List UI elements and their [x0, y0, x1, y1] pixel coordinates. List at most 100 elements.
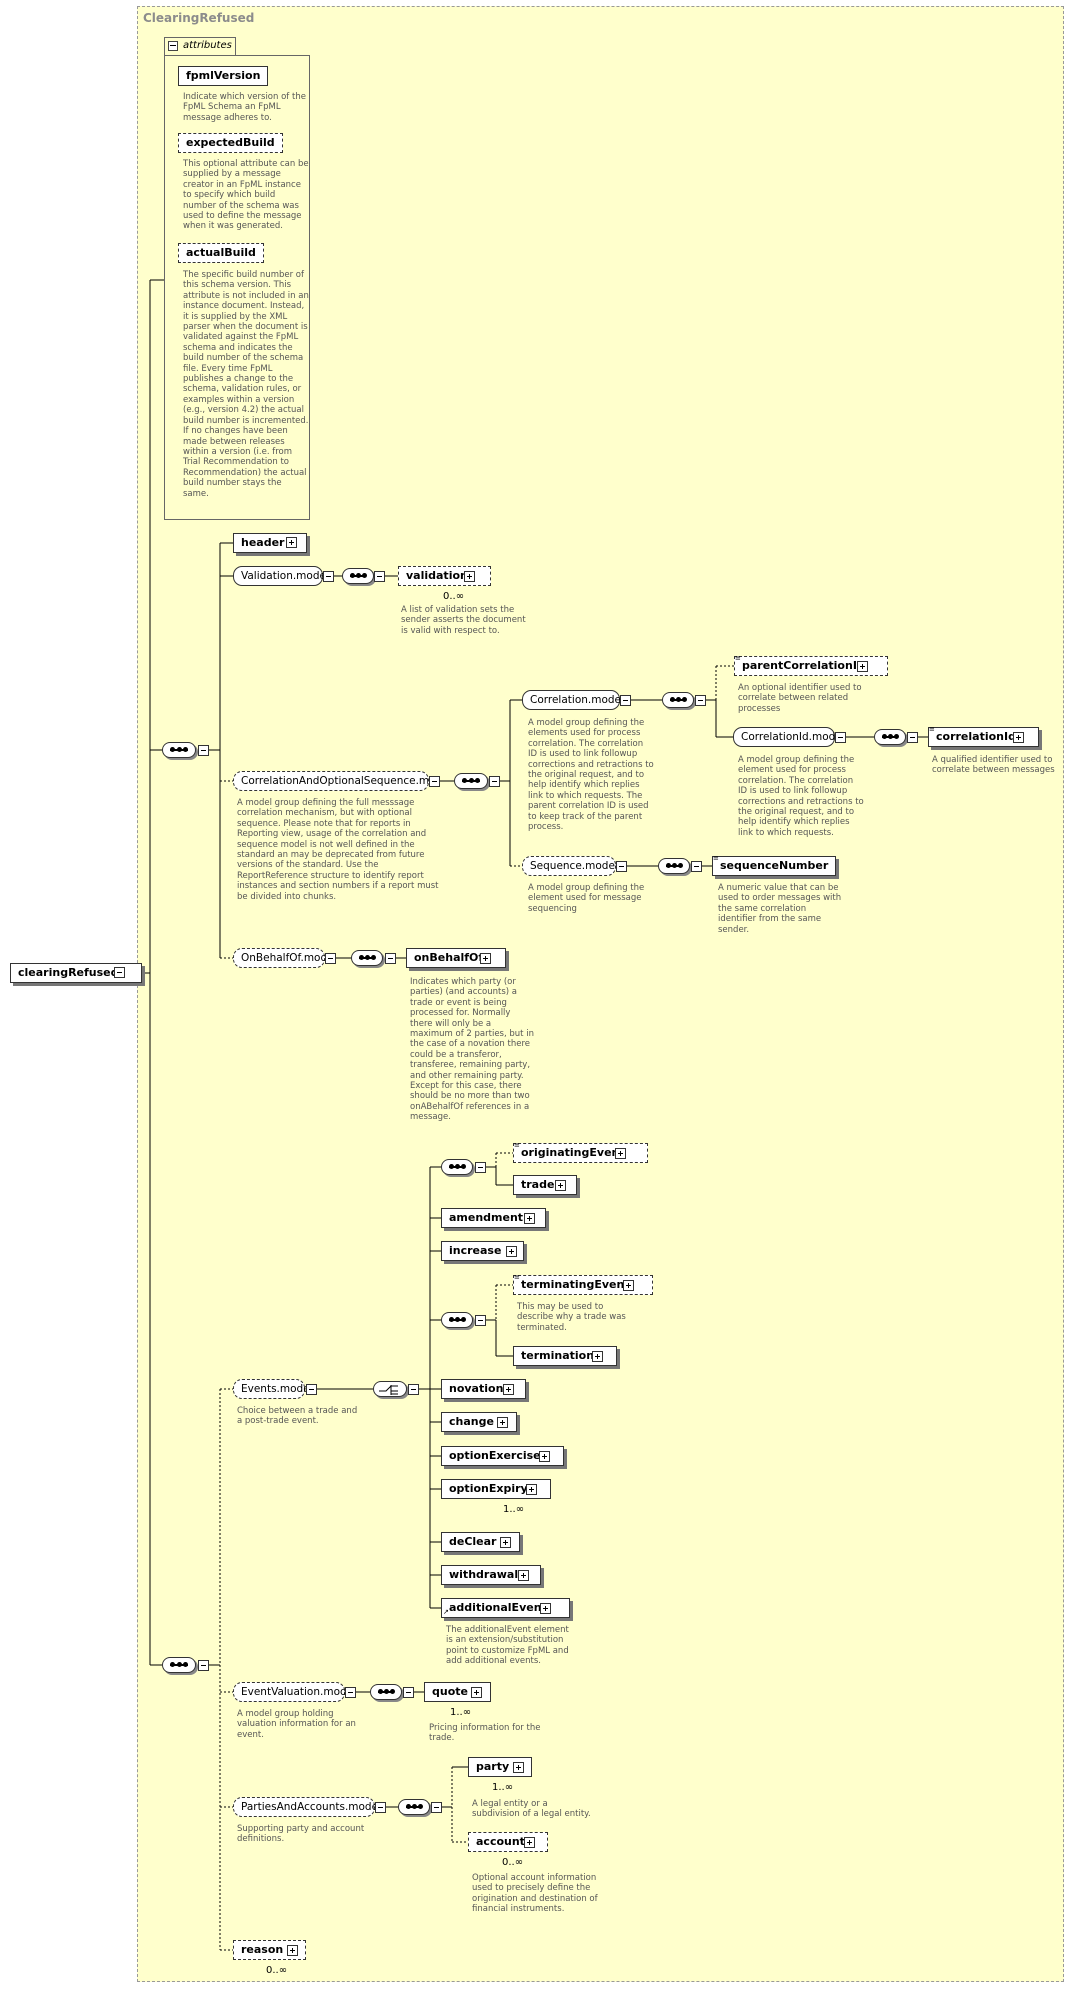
collapse-icon[interactable]: [306, 1384, 317, 1395]
element-terminatingEvent[interactable]: terminatingEvent: [513, 1275, 653, 1295]
element-withdrawal[interactable]: withdrawal: [441, 1565, 542, 1585]
group-correlation-model[interactable]: Correlation.model: [522, 690, 624, 710]
expand-icon[interactable]: [524, 1213, 535, 1224]
collapse-icon[interactable]: [375, 1802, 386, 1813]
group-parties-and-accounts-model[interactable]: PartiesAndAccounts.model: [233, 1797, 381, 1817]
element-amendment[interactable]: amendment: [441, 1208, 547, 1228]
expand-icon[interactable]: [464, 571, 475, 582]
sequence-compositor[interactable]: [398, 1799, 430, 1815]
expand-icon[interactable]: [555, 1180, 566, 1191]
element-sequenceNumber[interactable]: sequenceNumber: [712, 856, 837, 876]
element-correlationId[interactable]: correlationId: [928, 727, 1039, 747]
collapse-icon[interactable]: [475, 1162, 486, 1173]
collapse-icon[interactable]: [114, 967, 125, 978]
group-sequence-model[interactable]: Sequence.model: [522, 856, 618, 876]
party-cardinality: 1..∞: [492, 1782, 514, 1793]
sequence-compositor-main[interactable]: [162, 742, 196, 758]
expand-icon[interactable]: [513, 1762, 524, 1773]
sequence-compositor[interactable]: [370, 1684, 402, 1700]
element-deClear[interactable]: deClear: [441, 1532, 520, 1552]
expand-icon[interactable]: [539, 1451, 550, 1462]
collapse-icon[interactable]: [198, 745, 209, 756]
collapse-icon[interactable]: [475, 1315, 486, 1326]
attributes-tab[interactable]: attributes: [164, 37, 236, 55]
attr-expectedBuild-desc: This optional attribute can be supplied …: [183, 159, 309, 232]
sequence-dot: [170, 1662, 176, 1667]
collapse-icon[interactable]: [408, 1384, 419, 1395]
group-correlation-and-optional-sequence[interactable]: CorrelationAndOptionalSequence.mo...: [233, 771, 429, 791]
collapse-icon[interactable]: [616, 861, 627, 872]
attr-actualBuild[interactable]: actualBuild: [178, 243, 264, 263]
collapse-icon[interactable]: [403, 1687, 414, 1698]
element-optionExercise[interactable]: optionExercise: [441, 1446, 564, 1466]
sequence-compositor[interactable]: [662, 692, 694, 708]
sequence-compositor[interactable]: [658, 858, 690, 874]
element-trade[interactable]: trade: [513, 1175, 578, 1195]
collapse-icon[interactable]: [325, 953, 336, 964]
expand-icon[interactable]: [287, 1945, 298, 1956]
expand-icon[interactable]: [500, 1537, 511, 1548]
collapse-icon[interactable]: [323, 571, 334, 582]
collapse-icon[interactable]: [835, 732, 846, 743]
element-additionalEvent[interactable]: additionalEvent: [441, 1598, 570, 1618]
collapse-icon[interactable]: [620, 695, 631, 706]
expand-icon[interactable]: [540, 1603, 551, 1614]
element-increase[interactable]: increase: [441, 1241, 525, 1261]
expand-icon[interactable]: [518, 1570, 529, 1581]
collapse-icon[interactable]: [168, 41, 178, 51]
sequence-dot: [881, 734, 887, 739]
sequence-compositor-second[interactable]: [162, 1657, 196, 1673]
sequence-compositor[interactable]: [441, 1312, 473, 1328]
expand-icon[interactable]: [623, 1280, 634, 1291]
collapse-icon[interactable]: [385, 953, 396, 964]
sequence-compositor[interactable]: [454, 773, 488, 789]
reference-icon: ≡: [514, 1273, 520, 1281]
expand-icon[interactable]: [526, 1484, 537, 1495]
collapse-icon[interactable]: [695, 695, 706, 706]
sequence-dot: [677, 863, 683, 868]
expand-icon[interactable]: [471, 1687, 482, 1698]
group-correlation-id-model[interactable]: CorrelationId.model: [733, 727, 845, 747]
group-on-behalf-of-model[interactable]: OnBehalfOf.model: [233, 948, 337, 968]
expand-icon[interactable]: [506, 1246, 517, 1257]
collapse-icon[interactable]: [691, 861, 702, 872]
expand-icon[interactable]: [286, 537, 297, 548]
expand-icon[interactable]: [480, 953, 491, 964]
collapse-icon[interactable]: [431, 1802, 442, 1813]
expand-icon[interactable]: [497, 1417, 508, 1428]
collapse-icon[interactable]: [907, 732, 918, 743]
collapse-icon[interactable]: [429, 776, 440, 787]
group-event-valuation-model[interactable]: EventValuation.model: [233, 1682, 356, 1702]
expand-icon[interactable]: [857, 661, 868, 672]
sequence-compositor[interactable]: [342, 568, 374, 584]
collapse-icon[interactable]: [489, 776, 500, 787]
element-termination[interactable]: termination: [513, 1346, 618, 1366]
element-validation[interactable]: validation: [398, 566, 494, 589]
element-onBehalfOf[interactable]: onBehalfOf: [406, 948, 507, 968]
group-events-model[interactable]: Events.model: [233, 1379, 313, 1399]
collapse-icon[interactable]: [345, 1687, 356, 1698]
group-validation-model[interactable]: Validation.model: [233, 566, 329, 586]
element-account[interactable]: account: [468, 1832, 551, 1855]
choice-compositor[interactable]: [373, 1381, 407, 1397]
collapse-icon[interactable]: [374, 571, 385, 582]
element-parentCorrelationId[interactable]: parentCorrelationId: [734, 656, 888, 676]
substitution-icon: ↗: [443, 1608, 449, 1616]
attr-fpmlVersion[interactable]: fpmlVersion: [178, 66, 269, 86]
sequence-compositor[interactable]: [874, 729, 906, 745]
sequence-compositor[interactable]: [351, 950, 383, 966]
expand-icon[interactable]: [524, 1837, 535, 1848]
expand-icon[interactable]: [615, 1148, 626, 1159]
collapse-icon[interactable]: [198, 1660, 209, 1671]
expand-icon[interactable]: [592, 1351, 603, 1362]
correlation-model-desc: A model group defining the elements used…: [528, 718, 654, 833]
sequence-compositor[interactable]: [441, 1159, 473, 1175]
expand-icon[interactable]: [1013, 732, 1024, 743]
sequence-dot: [460, 1317, 466, 1322]
element-originatingEvent[interactable]: originatingEvent: [513, 1143, 648, 1163]
attr-expectedBuild[interactable]: expectedBuild: [178, 133, 283, 153]
reference-icon: ≡: [929, 725, 935, 733]
expand-icon[interactable]: [503, 1384, 514, 1395]
root-element-clearingRefused[interactable]: clearingRefused: [10, 963, 142, 983]
